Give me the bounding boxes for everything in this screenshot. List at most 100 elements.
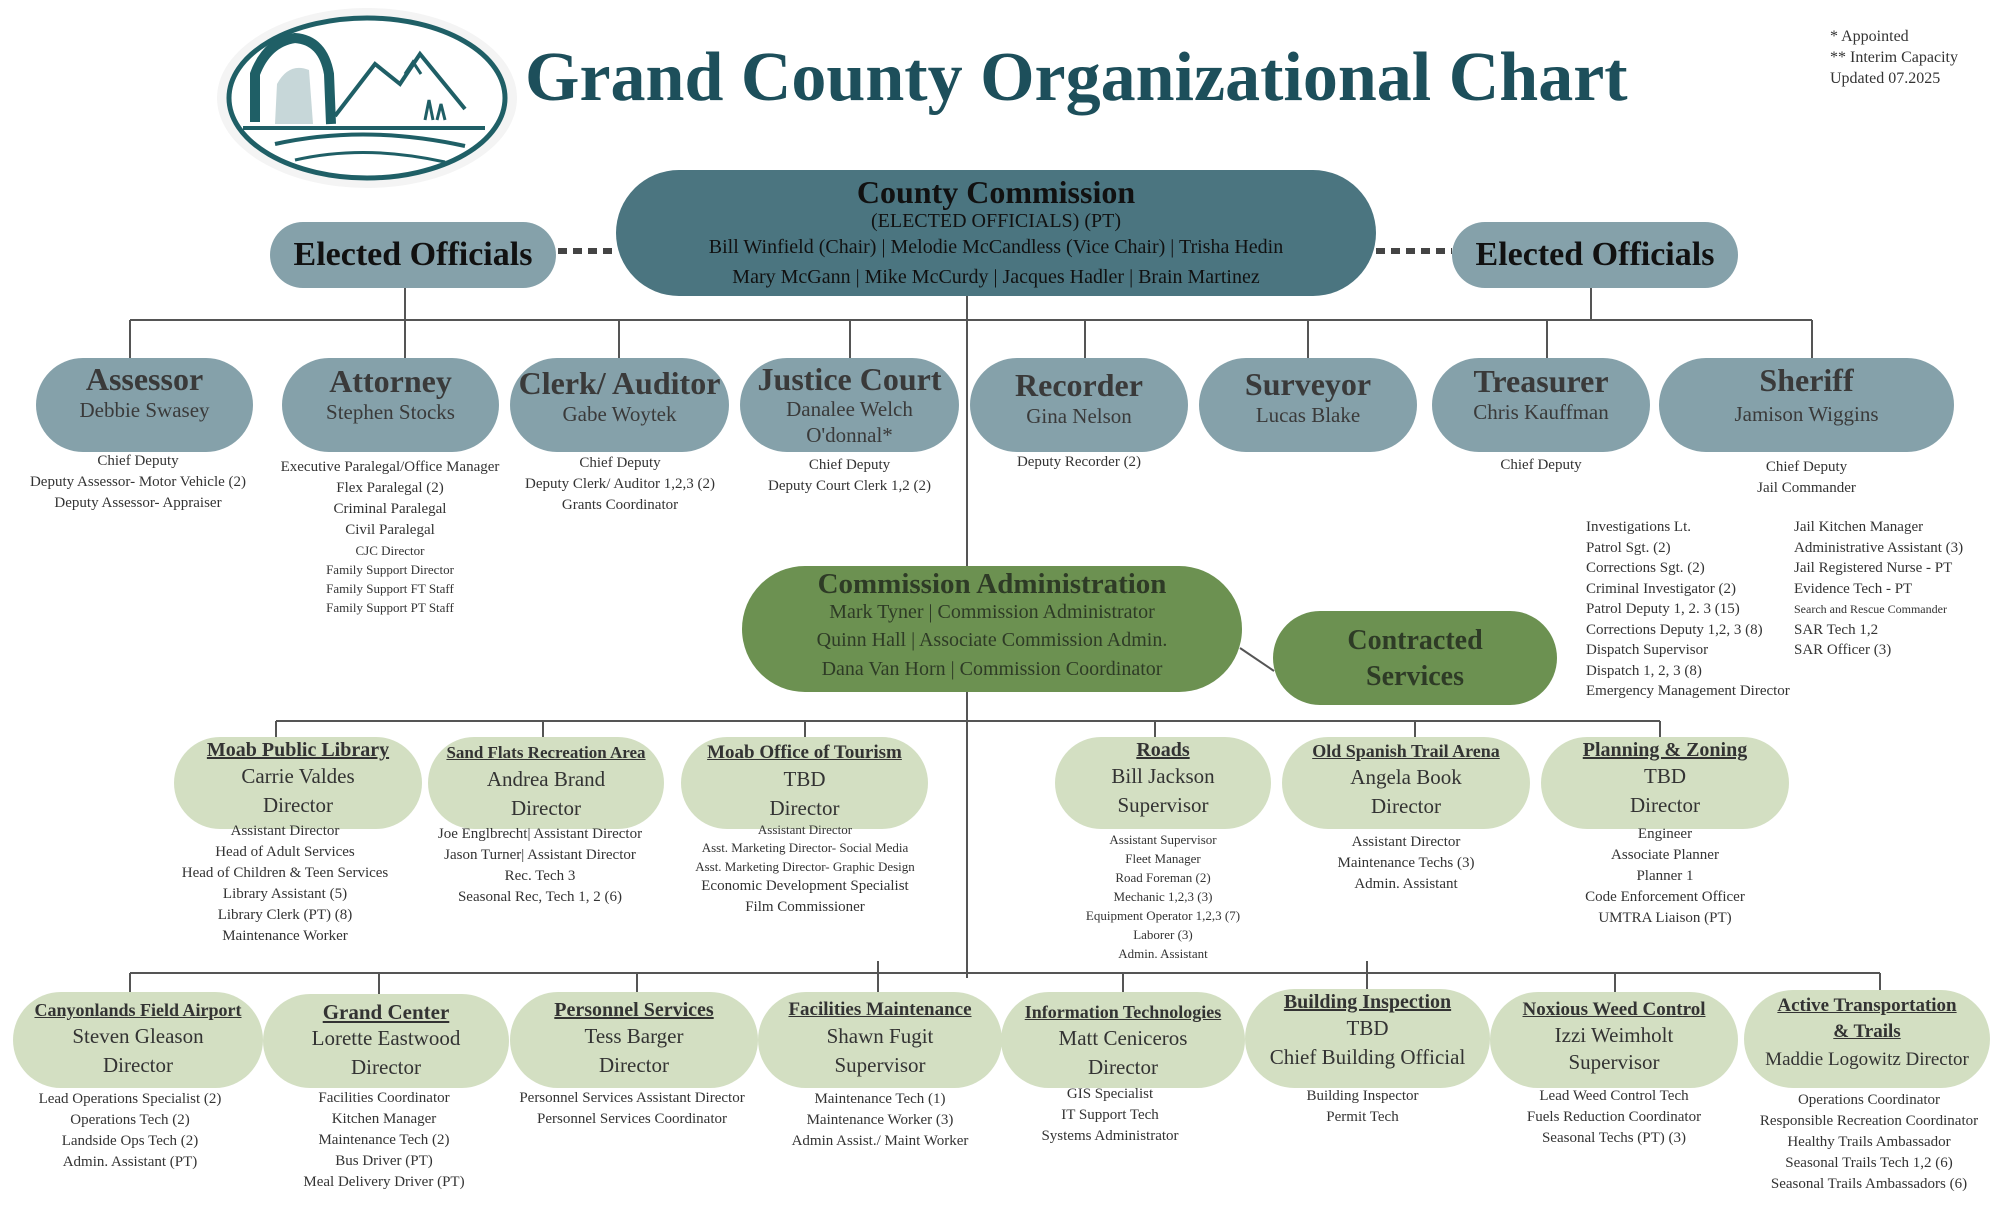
list-item: Family Support Director <box>326 562 454 577</box>
admin-line1: Mark Tyner | Commission Administrator <box>829 601 1155 623</box>
airport-title: Canyonlands Field Airport <box>34 1000 242 1020</box>
list-item: IT Support Tech <box>1061 1107 1159 1123</box>
list-item: Admin Assist./ Maint Worker <box>791 1133 969 1149</box>
list-item: Dispatch Supervisor <box>1586 642 1709 658</box>
list-item: Kitchen Manager <box>331 1111 437 1127</box>
list-item: Executive Paralegal/Office Manager <box>280 459 500 475</box>
treasurer-title: Treasurer <box>1473 363 1609 399</box>
arena-name: Angela Book <box>1350 765 1462 789</box>
list-item: Lead Operations Specialist (2) <box>38 1091 222 1107</box>
weed-control-name: Izzi Weimholt <box>1554 1023 1674 1047</box>
list-item: Fuels Reduction Coordinator <box>1526 1109 1702 1125</box>
planning-zoning-name: TBD <box>1644 764 1686 788</box>
roads-staff-list: Assistant Supervisor Fleet Manager Road … <box>1040 830 1286 963</box>
attorney-staff-list: Executive Paralegal/Office Manager Flex … <box>250 457 530 617</box>
it-staff-list: GIS Specialist IT Support Tech Systems A… <box>990 1084 1230 1147</box>
active-transportation-name: Maddie Logowitz Director <box>1765 1049 1969 1070</box>
facilities-staff-list: Maintenance Tech (1) Maintenance Worker … <box>758 1089 1002 1152</box>
list-item: Deputy Court Clerk 1,2 (2) <box>768 478 931 494</box>
note-appointed: * Appointed <box>1830 28 1909 45</box>
active-transportation-box: Active Transportation & Trails Maddie Lo… <box>1744 990 1990 1088</box>
list-item: Patrol Deputy 1, 2. 3 (15) <box>1586 601 1740 617</box>
list-item: Criminal Investigator (2) <box>1586 580 1736 597</box>
list-item: Investigations Lt. <box>1586 519 1691 535</box>
list-item: Flex Paralegal (2) <box>336 480 444 496</box>
contracted-line1: Contracted <box>1347 625 1483 656</box>
list-item: Code Enforcement Officer <box>1585 889 1745 905</box>
facilities-box: Facilities Maintenance Shawn Fugit Super… <box>758 992 1002 1088</box>
list-item: Jason Turner| Assistant Director <box>444 847 636 863</box>
airport-role: Director <box>103 1053 173 1077</box>
planning-zoning-box: Planning & Zoning TBD Director <box>1541 737 1789 829</box>
grand-center-title: Grand Center <box>322 1000 450 1024</box>
sand-flats-box: Sand Flats Recreation Area Andrea Brand … <box>428 737 664 829</box>
weed-control-box: Noxious Weed Control Izzi Weimholt Super… <box>1490 992 1738 1088</box>
facilities-role: Supervisor <box>834 1053 926 1077</box>
page-title: Grand County Organizational Chart <box>525 39 1628 116</box>
justice-court-title: Justice Court <box>757 361 942 397</box>
list-item: Assistant Director <box>757 822 853 837</box>
grand-county-logo <box>217 8 517 188</box>
list-item: Search and Rescue Commander <box>1794 602 1947 616</box>
attorney-box: Attorney Stephen Stocks <box>282 358 499 452</box>
list-item: Deputy Assessor- Appraiser <box>54 495 222 511</box>
arena-role: Director <box>1371 794 1441 818</box>
elected-officials-left: Elected Officials <box>270 222 556 288</box>
list-item: Maintenance Worker <box>222 928 348 944</box>
it-name: Matt Ceniceros <box>1058 1026 1188 1050</box>
personnel-staff-list: Personnel Services Assistant Director Pe… <box>495 1088 769 1130</box>
list-item: Jail Commander <box>1757 480 1856 496</box>
list-item: Deputy Clerk/ Auditor 1,2,3 (2) <box>525 476 715 492</box>
list-item: Deputy Assessor- Motor Vehicle (2) <box>29 474 247 490</box>
recorder-title: Recorder <box>1015 367 1143 403</box>
list-item: Chief Deputy <box>97 453 179 469</box>
commission-subtitle: (ELECTED OFFICIALS) (PT) <box>871 210 1121 232</box>
list-item: Corrections Deputy 1,2, 3 (8) <box>1586 621 1763 638</box>
tourism-name: TBD <box>783 767 826 791</box>
list-item: Fleet Manager <box>1125 851 1201 866</box>
list-item: Permit Tech <box>1326 1109 1399 1125</box>
list-item: Chief Deputy <box>808 457 891 473</box>
list-item: Landside Ops Tech (2) <box>61 1133 199 1149</box>
list-item: Bus Driver (PT) <box>335 1153 433 1169</box>
building-inspection-title: Building Inspection <box>1283 991 1452 1013</box>
list-item: Systems Administrator <box>1041 1128 1179 1144</box>
planning-zoning-staff-list: Engineer Associate Planner Planner 1 Cod… <box>1541 824 1789 929</box>
facilities-name: Shawn Fugit <box>826 1024 934 1048</box>
sheriff-box: Sheriff Jamison Wiggins <box>1659 358 1954 452</box>
weed-control-role: Supervisor <box>1568 1050 1660 1074</box>
commission-members-line1: Bill Winfield (Chair) | Melodie McCandle… <box>708 236 1284 258</box>
list-item: Operations Coordinator <box>1797 1092 1941 1108</box>
list-item: Engineer <box>1637 826 1693 842</box>
list-item: Seasonal Techs (PT) (3) <box>1541 1130 1687 1146</box>
sand-flats-role: Director <box>511 796 581 820</box>
list-item: Assistant Supervisor <box>1109 832 1217 847</box>
list-item: Associate Planner <box>1611 847 1719 863</box>
elected-officials-right: Elected Officials <box>1452 222 1738 288</box>
planning-zoning-title: Planning & Zoning <box>1582 739 1748 761</box>
commission-title: County Commission <box>856 174 1136 210</box>
list-item: UMTRA Liaison (PT) <box>1598 910 1732 926</box>
admin-line3: Dana Van Horn | Commission Coordinator <box>821 658 1163 680</box>
list-item: Personnel Services Coordinator <box>537 1111 727 1127</box>
clerk-auditor-title: Clerk/ Auditor <box>518 365 721 401</box>
list-item: Civil Paralegal <box>345 522 435 538</box>
it-role: Director <box>1088 1055 1158 1079</box>
sand-flats-name: Andrea Brand <box>486 767 606 791</box>
list-item: Seasonal Rec, Tech 1, 2 (6) <box>457 889 623 905</box>
sheriff-staff-list: Chief Deputy Jail Commander <box>1659 457 1954 499</box>
list-item: Head of Children & Teen Services <box>181 865 389 881</box>
list-item: Lead Weed Control Tech <box>1539 1088 1689 1104</box>
list-item: CJC Director <box>355 543 425 558</box>
list-item: Patrol Sgt. (2) <box>1586 539 1671 556</box>
arena-box: Old Spanish Trail Arena Angela Book Dire… <box>1282 737 1530 829</box>
list-item: Deputy Recorder (2) <box>1016 454 1142 470</box>
assessor-name: Debbie Swasey <box>79 398 210 422</box>
library-name: Carrie Valdes <box>241 764 355 788</box>
justice-court-staff-list: Chief Deputy Deputy Court Clerk 1,2 (2) <box>740 455 959 497</box>
library-box: Moab Public Library Carrie Valdes Direct… <box>174 737 422 829</box>
grand-center-role: Director <box>351 1055 421 1079</box>
clerk-auditor-staff-list: Chief Deputy Deputy Clerk/ Auditor 1,2,3… <box>500 453 740 516</box>
list-item: Seasonal Trails Ambassadors (6) <box>1770 1176 1968 1192</box>
grand-center-box: Grand Center Lorette Eastwood Director <box>263 994 509 1088</box>
